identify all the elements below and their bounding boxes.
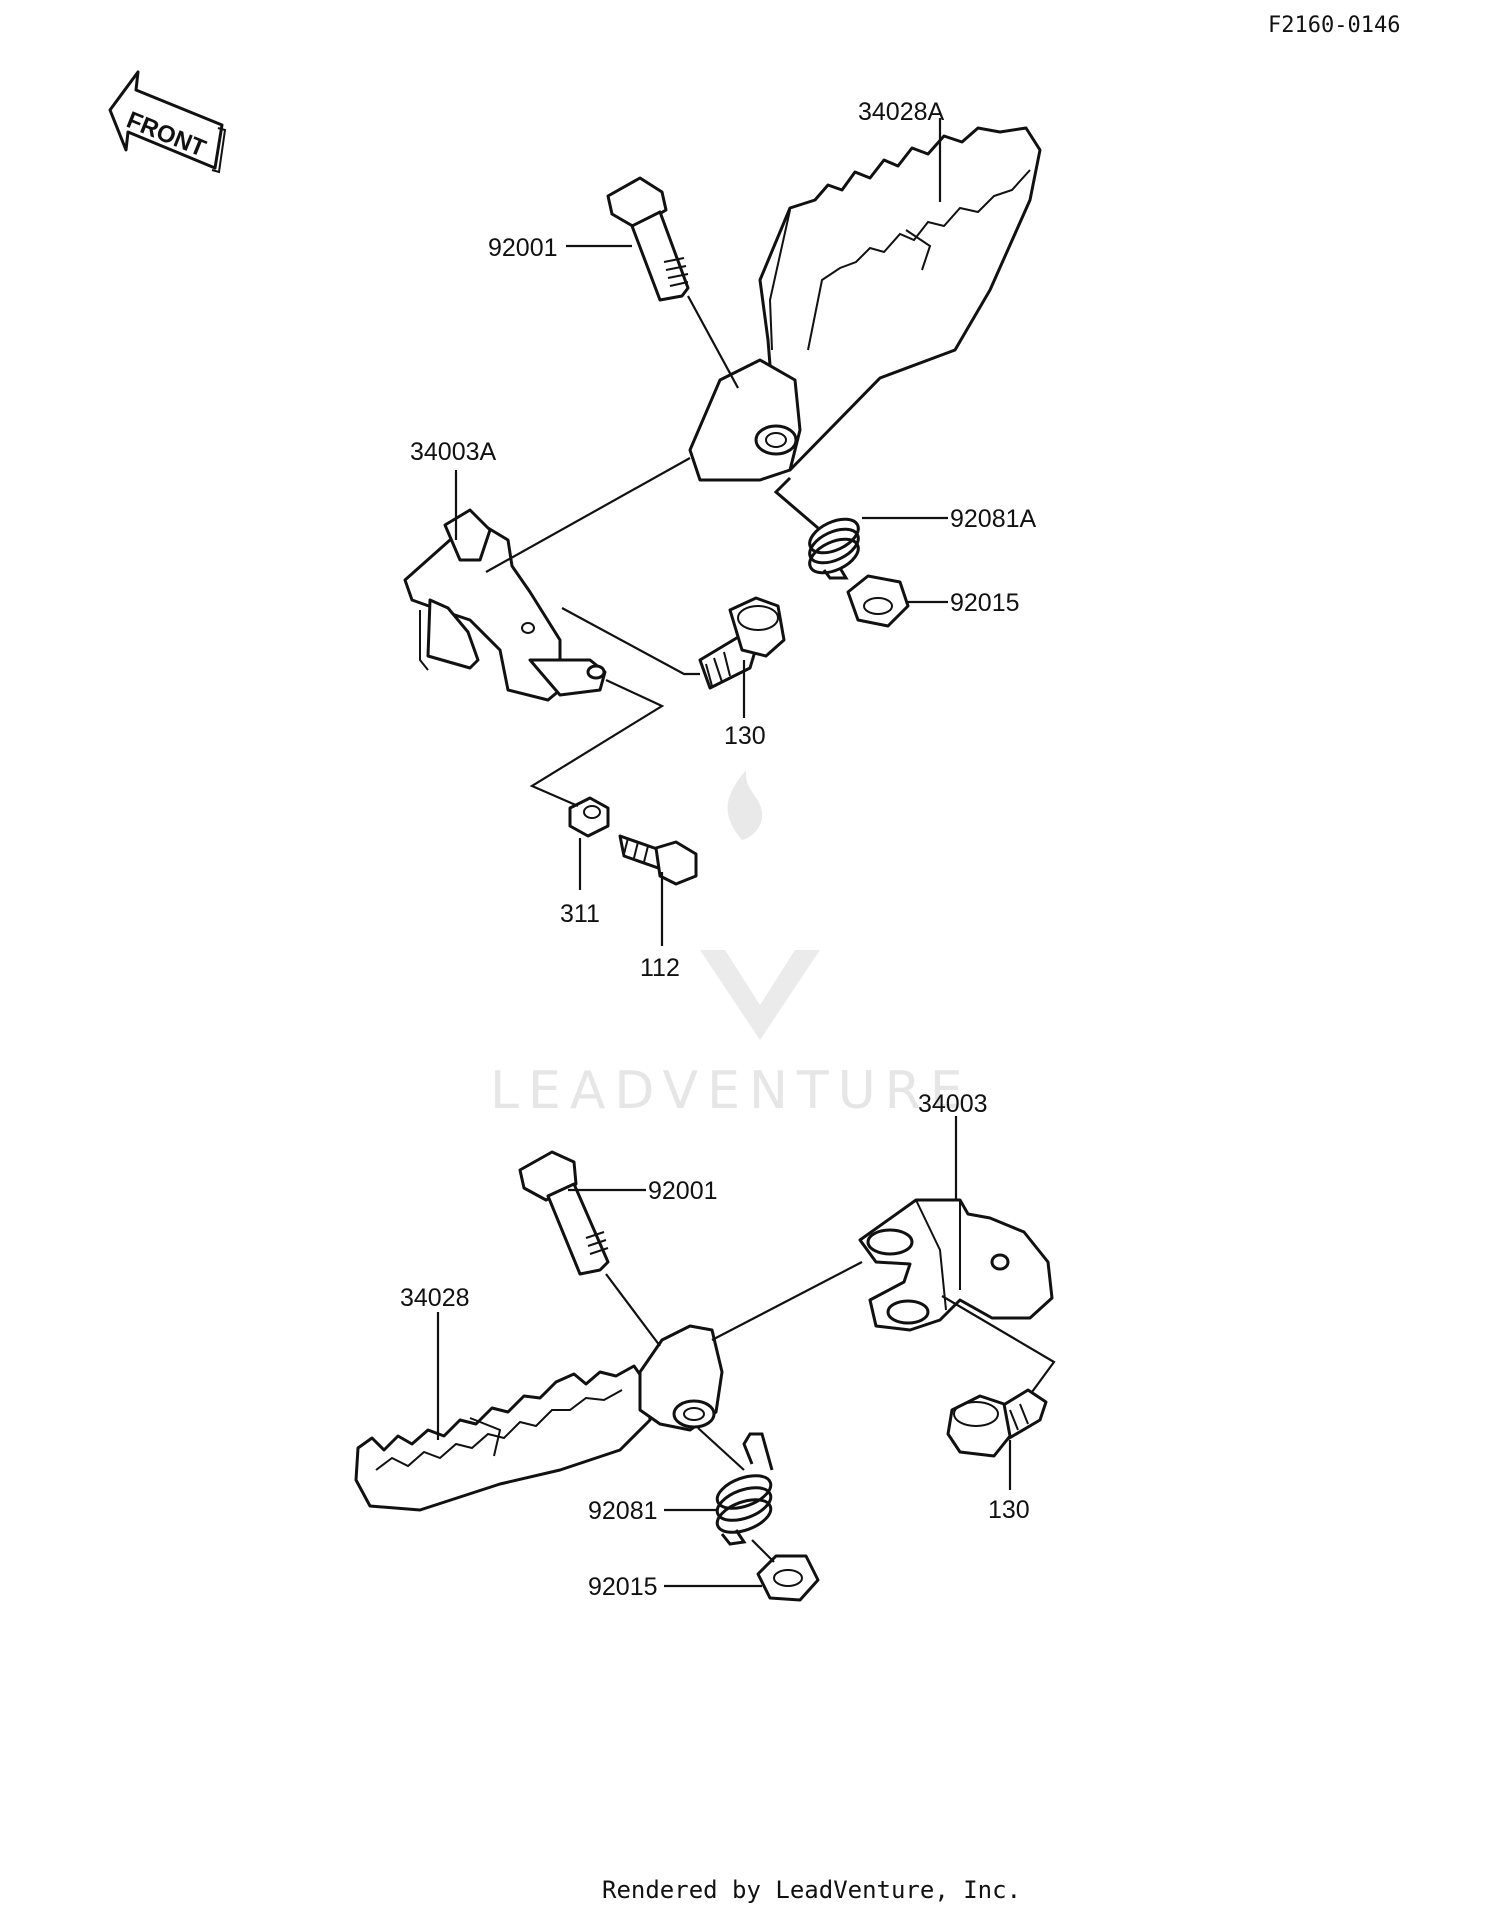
label-34028: 34028 (400, 1284, 470, 1312)
label-92001-lower: 92001 (648, 1177, 718, 1205)
label-34028a: 34028A (858, 98, 945, 126)
label-130-lower: 130 (988, 1496, 1030, 1524)
assembly-line-bracket-to-nut (529, 679, 665, 808)
assembly-line-peg-to-bracket-upper (485, 457, 691, 573)
label-92001-upper: 92001 (488, 234, 558, 262)
label-92015-upper: 92015 (950, 589, 1020, 617)
watermark-brand: LEADVENTURE (490, 1061, 972, 1121)
label-92015-lower: 92015 (588, 1573, 658, 1601)
figure-code: F2160-0146 (1268, 13, 1400, 38)
nut-92015-lower (756, 1554, 820, 1602)
bolt-92001-lower (518, 1150, 610, 1276)
front-arrow-icon: FRONT (108, 70, 227, 174)
leadventure-logo-icon (700, 770, 820, 1040)
bolt-130-lower (946, 1388, 1048, 1458)
label-34003a: 34003A (410, 438, 497, 466)
assembly-line-peg-to-bracket-lower (711, 1261, 863, 1341)
bracket-34003 (858, 1198, 1054, 1332)
bolt-92001-upper (606, 176, 690, 302)
nut-92015-upper (846, 574, 910, 628)
label-130-upper: 130 (724, 722, 766, 750)
assembly-line-bracket-to-bolt130-lower (941, 1295, 1056, 1393)
spring-92081a (773, 476, 860, 580)
footpeg-34028a (688, 126, 1042, 482)
assembly-line-bracket-to-bolt130 (561, 607, 700, 676)
label-34003: 34003 (918, 1090, 988, 1118)
assembly-line-bolt-to-peg-lower (605, 1273, 661, 1347)
label-112: 112 (640, 954, 680, 982)
nut-311 (568, 796, 610, 838)
label-92081a: 92081A (950, 505, 1037, 533)
spring-92081 (715, 1432, 774, 1546)
label-311: 311 (560, 900, 600, 928)
assembly-line-peg-to-spring-lower (697, 1427, 745, 1471)
footpeg-34028 (354, 1324, 724, 1512)
bolt-112 (618, 834, 698, 886)
assembly-line-spring-to-nut-lower (751, 1539, 775, 1563)
footer-credit: Rendered by LeadVenture, Inc. (602, 1876, 1021, 1904)
bracket-34003a (403, 508, 607, 702)
bolt-130-upper (698, 596, 786, 690)
assembly-line-bolt-to-peg-upper (687, 295, 739, 389)
label-92081: 92081 (588, 1497, 658, 1525)
